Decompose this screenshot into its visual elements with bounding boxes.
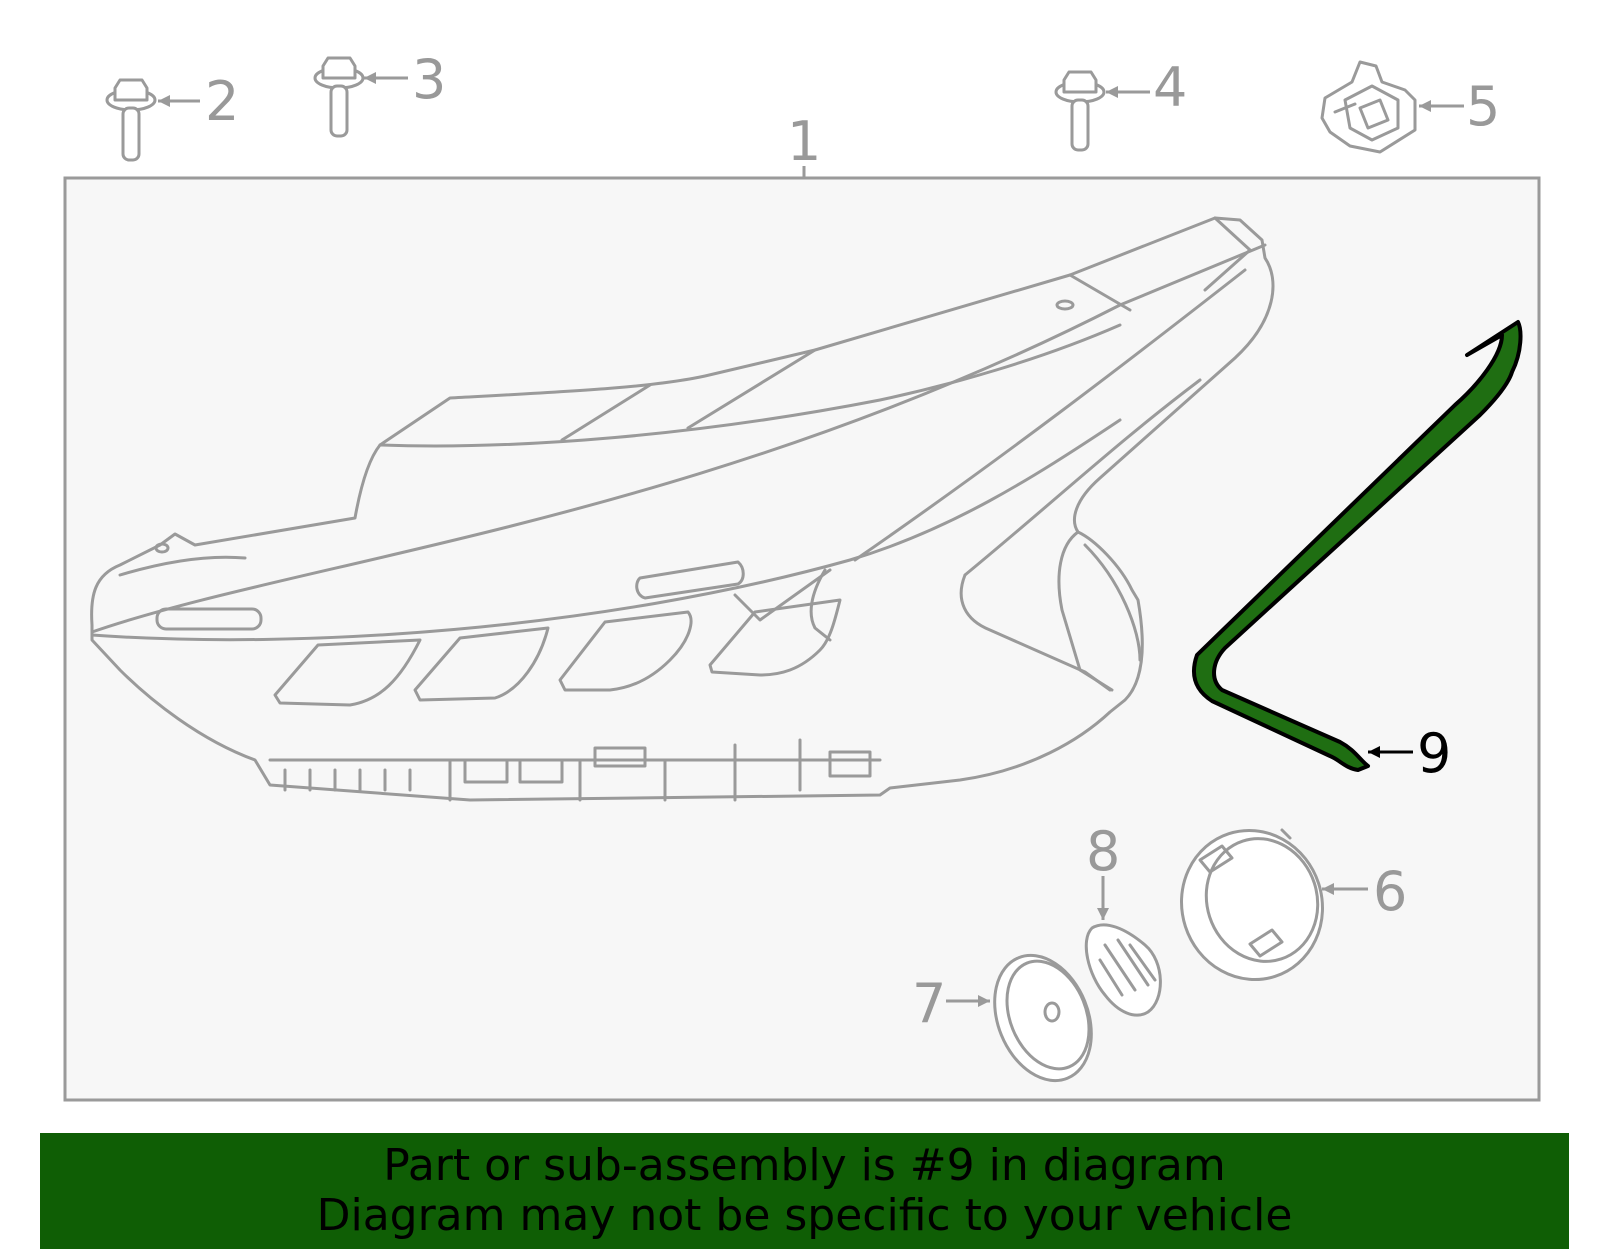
arrow-icon [364, 72, 376, 84]
arrow-icon [1106, 86, 1118, 98]
arrow-icon [978, 995, 990, 1007]
callout-7: 7 [912, 972, 946, 1035]
clip-5-icon [1320, 60, 1417, 154]
banner-line-part: Part or sub-assembly is #9 in diagram [383, 1140, 1226, 1191]
cover-8-icon [1084, 923, 1162, 1017]
callout-4: 4 [1153, 56, 1187, 119]
callout-1: 1 [787, 110, 821, 173]
bolt-2-icon [105, 78, 157, 162]
banner-line-disclaimer: Diagram may not be specific to your vehi… [316, 1190, 1293, 1241]
callout-2: 2 [205, 70, 239, 133]
info-banner: Part or sub-assembly is #9 in diagram Di… [40, 1133, 1569, 1249]
callout-9: 9 [1417, 722, 1451, 785]
arrow-icon [1322, 883, 1334, 895]
arrow-icon [1097, 908, 1109, 920]
callout-3: 3 [412, 48, 446, 111]
bolt-4-icon [1054, 70, 1106, 152]
arrow-icon [1368, 746, 1380, 758]
arrow-icon [158, 95, 170, 107]
headlamp-assembly-icon [90, 216, 1275, 802]
socket-ring-6-icon [1180, 828, 1324, 982]
bolt-3-icon [313, 56, 365, 138]
callout-8: 8 [1086, 820, 1120, 883]
callout-6: 6 [1373, 860, 1407, 923]
callout-5: 5 [1466, 75, 1500, 138]
cap-7-icon [993, 953, 1093, 1083]
part-9-highlighted-trim [1192, 320, 1523, 772]
arrow-icon [1419, 100, 1431, 112]
